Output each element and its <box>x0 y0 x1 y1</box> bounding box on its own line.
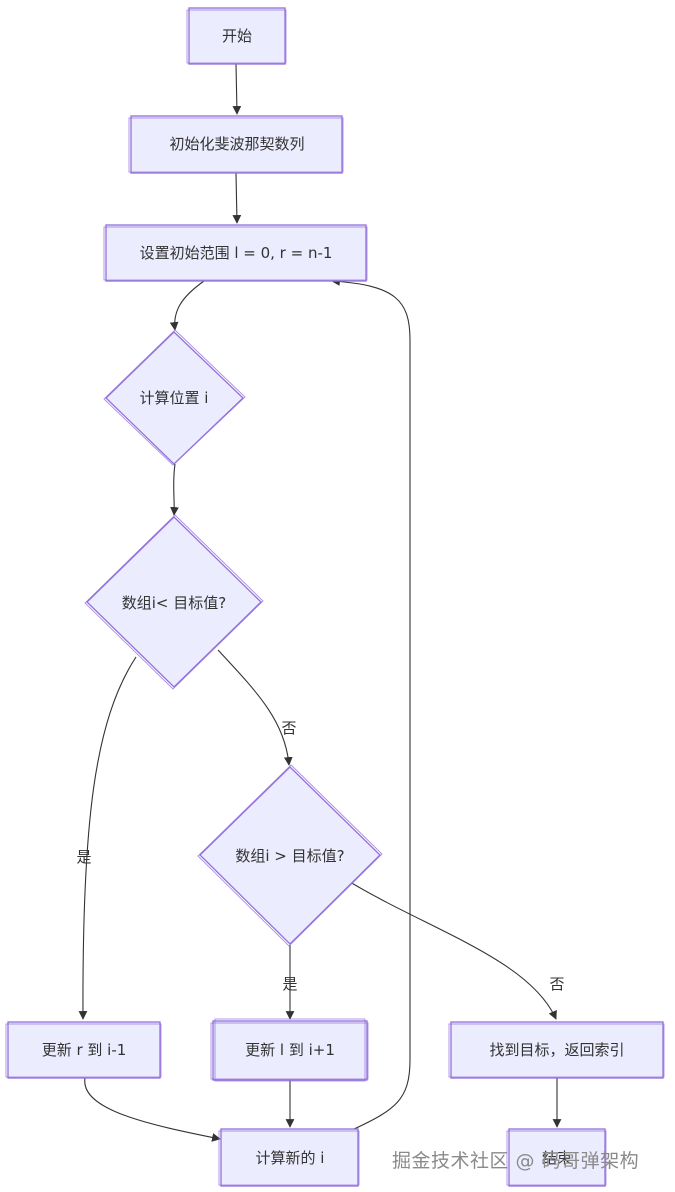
edge-range-to-compute <box>169 280 205 331</box>
node-found-label: 找到目标，返回索引 <box>489 1041 624 1059</box>
node-cond-greater: 数组i > 目标值? <box>197 764 383 947</box>
label-greater-no: 否 <box>549 975 564 993</box>
node-update-r-label: 更新 r 到 i-1 <box>42 1041 127 1059</box>
node-update-l-label: 更新 l 到 i+1 <box>245 1041 335 1059</box>
node-compute-new-label: 计算新的 i <box>256 1149 325 1167</box>
edges <box>78 63 562 1142</box>
node-start: 开始 <box>186 7 287 65</box>
edge-compute-to-less <box>170 463 179 516</box>
node-end-label: 结束 <box>542 1149 572 1167</box>
edge-labels: 是 否 是 否 <box>76 719 564 993</box>
node-init-fib: 初始化斐波那契数列 <box>128 115 344 174</box>
edge-update-r-to-new <box>84 1077 221 1142</box>
node-cond-greater-label: 数组i > 目标值? <box>235 847 344 865</box>
label-less-no: 否 <box>281 719 296 737</box>
label-greater-yes: 是 <box>282 975 297 993</box>
edge-new-to-range <box>331 277 411 1131</box>
node-cond-less-label: 数组i< 目标值? <box>122 594 226 612</box>
node-compute-new: 计算新的 i <box>218 1128 360 1187</box>
node-set-range: 设置初始范围 l = 0, r = n-1 <box>103 224 368 282</box>
watermark: 掘金技术社区 @ 码哥弹架构 <box>392 1150 640 1172</box>
node-cond-less: 数组i< 目标值? <box>84 514 264 690</box>
edge-init-to-range <box>232 172 242 224</box>
node-compute-pos-label: 计算位置 i <box>140 389 209 407</box>
node-found: 找到目标，返回索引 <box>448 1021 665 1079</box>
label-less-yes: 是 <box>76 848 91 866</box>
node-set-range-label: 设置初始范围 l = 0, r = n-1 <box>140 244 333 262</box>
edge-less-yes <box>78 656 137 1020</box>
edge-less-no <box>217 649 293 766</box>
edge-greater-no <box>349 881 557 1020</box>
node-start-label: 开始 <box>222 27 252 45</box>
node-update-l: 更新 l 到 i+1 <box>210 1018 369 1082</box>
node-init-fib-label: 初始化斐波那契数列 <box>169 135 304 153</box>
node-compute-pos: 计算位置 i <box>103 329 246 466</box>
node-update-r: 更新 r 到 i-1 <box>5 1021 162 1079</box>
edge-start-to-init <box>232 63 242 115</box>
node-end: 结束 <box>506 1128 607 1187</box>
